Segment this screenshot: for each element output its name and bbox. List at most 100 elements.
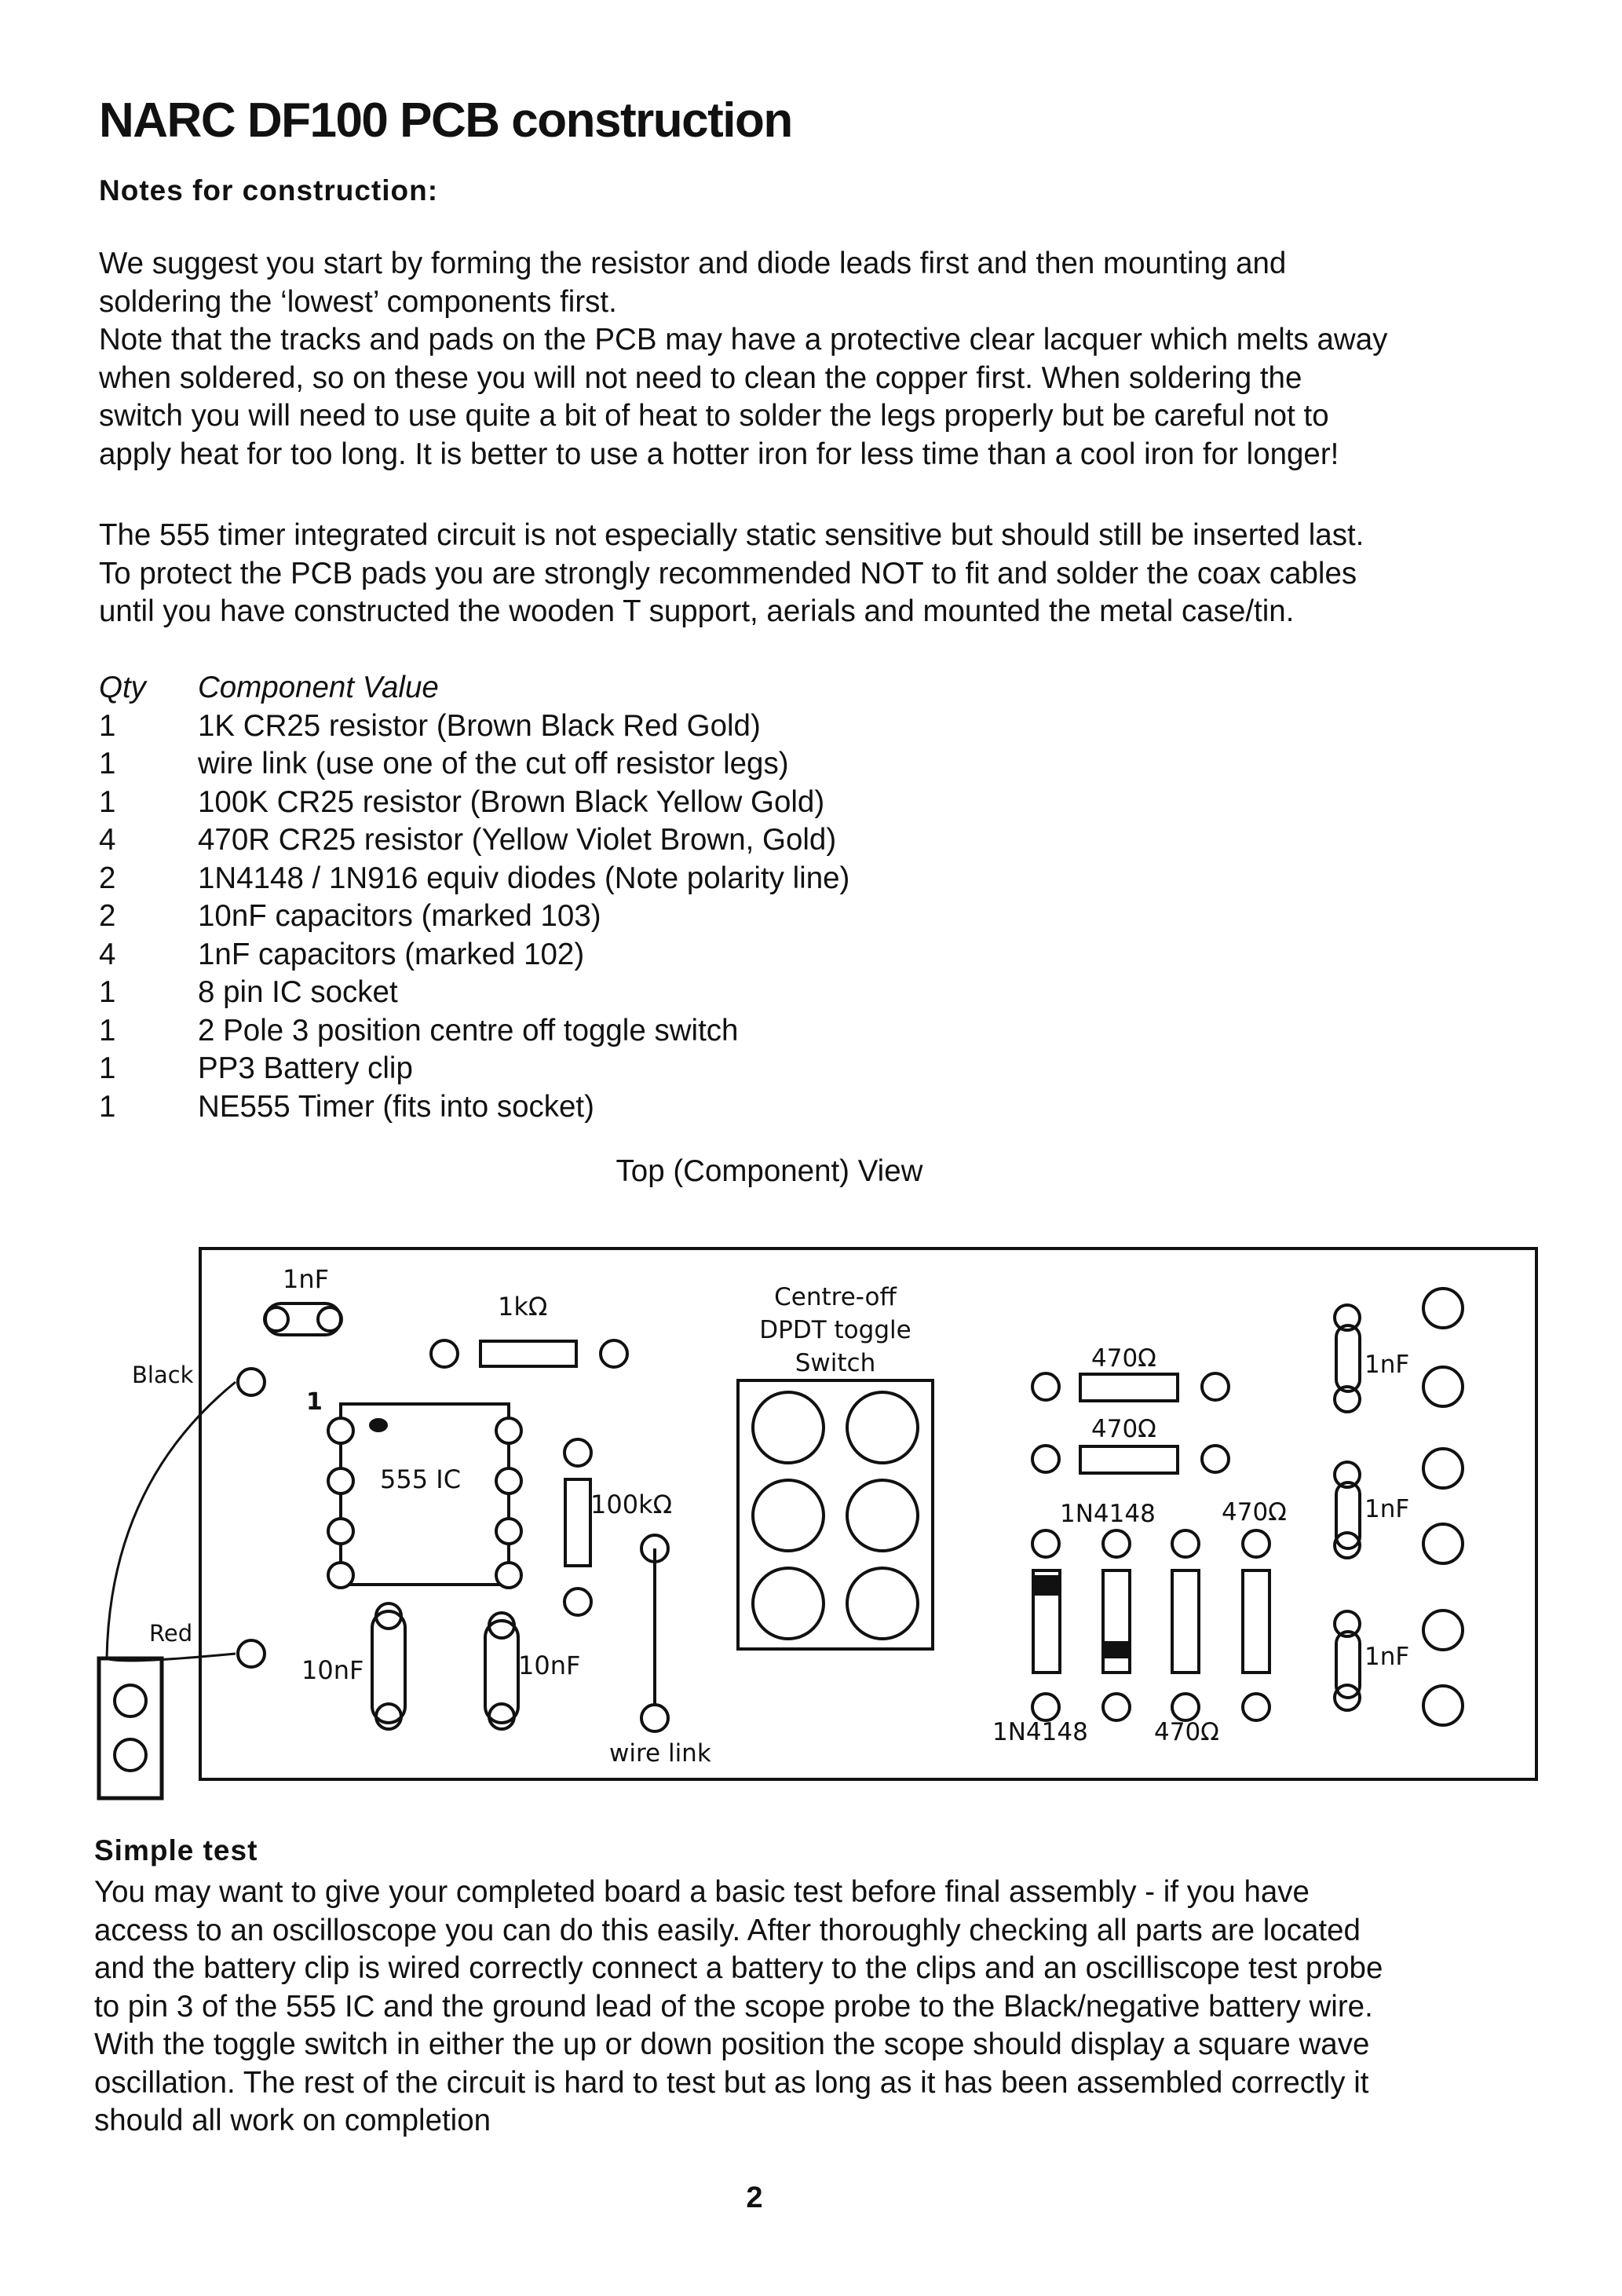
res-100k-pad [563, 1587, 593, 1617]
res-100k-label: 100kΩ [590, 1490, 672, 1519]
res-470-b-pad [1200, 1444, 1230, 1474]
red-battery-wire [106, 1652, 236, 1662]
parts-list: Qty Component Value 1 1K CR25 resistor (B… [99, 669, 849, 1126]
parts-row: 1 NE555 Timer (fits into socket) [99, 1088, 849, 1127]
parts-value: 1N4148 / 1N916 equiv diodes (Note polari… [198, 861, 850, 895]
page-title: NARC DF100 PCB construction [99, 93, 793, 148]
lower-row-top-pads [1031, 1529, 1271, 1559]
wire-link-pad [640, 1703, 670, 1733]
parts-row: 4 1nF capacitors (marked 102) [99, 936, 849, 974]
paragraph-line: To protect the PCB pads you are strongly… [99, 556, 1357, 590]
res-1k-pad [599, 1339, 629, 1369]
cap-10nf-right-body [484, 1619, 520, 1724]
parts-row: 1 1K CR25 resistor (Brown Black Red Gold) [99, 707, 849, 746]
toggle-switch-outline [736, 1379, 934, 1651]
value-header: Component Value [198, 671, 439, 704]
parts-value: NE555 Timer (fits into socket) [198, 1089, 594, 1124]
paragraph-line: You may want to give your completed boar… [94, 1875, 1310, 1909]
res-470-b-pad [1031, 1444, 1061, 1474]
cap-1nf-right-3 [1333, 1610, 1361, 1712]
paragraph-line: switch you will need to use quite a bit … [99, 399, 1329, 433]
parts-value: 470R CR25 resistor (Yellow Violet Brown,… [198, 823, 837, 857]
battery-connector-pad [113, 1738, 148, 1772]
cap-1nf-right-2-label: 1nF [1364, 1495, 1409, 1523]
cap-10nf-right-pad [488, 1702, 516, 1731]
res-470-a-pad [1200, 1372, 1230, 1402]
switch-label-line3: Switch [795, 1349, 876, 1377]
page-number: 2 [0, 2181, 1622, 2215]
parts-qty: 1 [99, 784, 116, 819]
diode-1-polarity-band [1032, 1575, 1061, 1596]
cap-10nf-left-label: 10nF [301, 1655, 363, 1685]
intro-paragraph: We suggest you start by forming the resi… [99, 245, 1551, 473]
switch-label-line1: Centre-off [774, 1283, 897, 1311]
res-470-b-body [1079, 1445, 1179, 1475]
paragraph-line: Note that the tracks and pads on the PCB… [99, 323, 1388, 356]
qty-header: Qty [99, 671, 146, 704]
cap-10nf-left-pad [374, 1702, 403, 1731]
paragraph-line: and the battery clip is wired correctly … [94, 1951, 1383, 1985]
parts-row: 1 8 pin IC socket [99, 974, 849, 1012]
diode-2-polarity-band [1101, 1641, 1131, 1658]
cap-1nf-pad [316, 1306, 343, 1333]
res-470-bottom-label: 470Ω [1154, 1718, 1219, 1746]
parts-qty: 1 [99, 1013, 116, 1047]
parts-qty: 1 [99, 708, 116, 743]
parts-qty: 1 [99, 747, 116, 781]
parts-value: 1nF capacitors (marked 102) [198, 937, 585, 971]
paragraph-line: access to an oscilloscope you can do thi… [94, 1913, 1361, 1947]
cap-10nf-left-pad [374, 1602, 403, 1630]
battery-connector-pad [113, 1684, 148, 1718]
parts-value: 8 pin IC socket [198, 975, 398, 1009]
parts-qty: 4 [99, 937, 116, 971]
page-number-text: 2 [746, 2181, 763, 2214]
black-battery-wire [105, 1380, 236, 1659]
ic-pins-left [327, 1417, 355, 1589]
parts-qty: 1 [99, 975, 116, 1009]
cap-1nf-right-1 [1333, 1303, 1361, 1413]
cap-10nf-right-pad [488, 1611, 516, 1640]
paragraph-line: oscillation. The rest of the circuit is … [94, 2065, 1369, 2100]
ic-pins-right [495, 1417, 523, 1589]
black-wire-pad [236, 1367, 266, 1397]
cap-1nf-right-3-label: 1nF [1364, 1643, 1409, 1671]
parts-row: 1 2 Pole 3 position centre off toggle swi… [99, 1012, 849, 1051]
cap-1nf-label: 1nF [283, 1264, 329, 1294]
res-1k-label: 1kΩ [498, 1292, 547, 1322]
res-100k-body [564, 1478, 592, 1567]
paragraph-line: until you have constructed the wooden T … [99, 594, 1295, 628]
res-470-top-label: 470Ω [1222, 1498, 1287, 1526]
cap-10nf-left-body [371, 1610, 407, 1724]
paragraph-line: when soldered, so on these you will not … [99, 360, 1302, 395]
red-wire-pad [236, 1639, 266, 1669]
parts-value: PP3 Battery clip [198, 1051, 413, 1085]
parts-value: 2 Pole 3 position centre off toggle swit… [198, 1013, 739, 1047]
pin1-marker: 1 [306, 1388, 323, 1416]
parts-qty: 1 [99, 1089, 116, 1124]
parts-qty: 2 [99, 861, 116, 895]
diagram-caption: Top (Component) View [616, 1154, 923, 1188]
paragraph-line: should all work on completion [94, 2104, 491, 2137]
parts-row: 1 100K CR25 resistor (Brown Black Yellow … [99, 784, 849, 822]
parts-row: 2 1N4148 / 1N916 equiv diodes (Note polar… [99, 860, 849, 898]
diode-2-body [1101, 1569, 1131, 1674]
parts-row: 1 wire link (use one of the cut off resis… [99, 745, 849, 784]
wire-link-label: wire link [609, 1739, 711, 1768]
res-1k-body [479, 1340, 578, 1368]
parts-value: 1K CR25 resistor (Brown Black Red Gold) [198, 708, 761, 743]
paragraph-line: apply heat for too long. It is better to… [99, 437, 1339, 471]
cap-1nf-right-2 [1333, 1461, 1361, 1559]
diode-1-body [1032, 1569, 1061, 1674]
simple-test-paragraph: You may want to give your completed boar… [94, 1874, 1547, 2141]
ic-paragraph: The 555 timer integrated circuit is not … [99, 517, 1551, 631]
parts-value: 100K CR25 resistor (Brown Black Yellow G… [198, 784, 825, 819]
black-wire-label: Black [132, 1362, 194, 1388]
paragraph-line: to pin 3 of the 555 IC and the ground le… [94, 1989, 1373, 2024]
ic-555-label: 555 IC [380, 1464, 461, 1494]
paragraph-line: soldering the ‘lowest’ components first. [99, 284, 617, 319]
parts-qty: 2 [99, 899, 116, 933]
parts-value: wire link (use one of the cut off resist… [198, 747, 789, 781]
